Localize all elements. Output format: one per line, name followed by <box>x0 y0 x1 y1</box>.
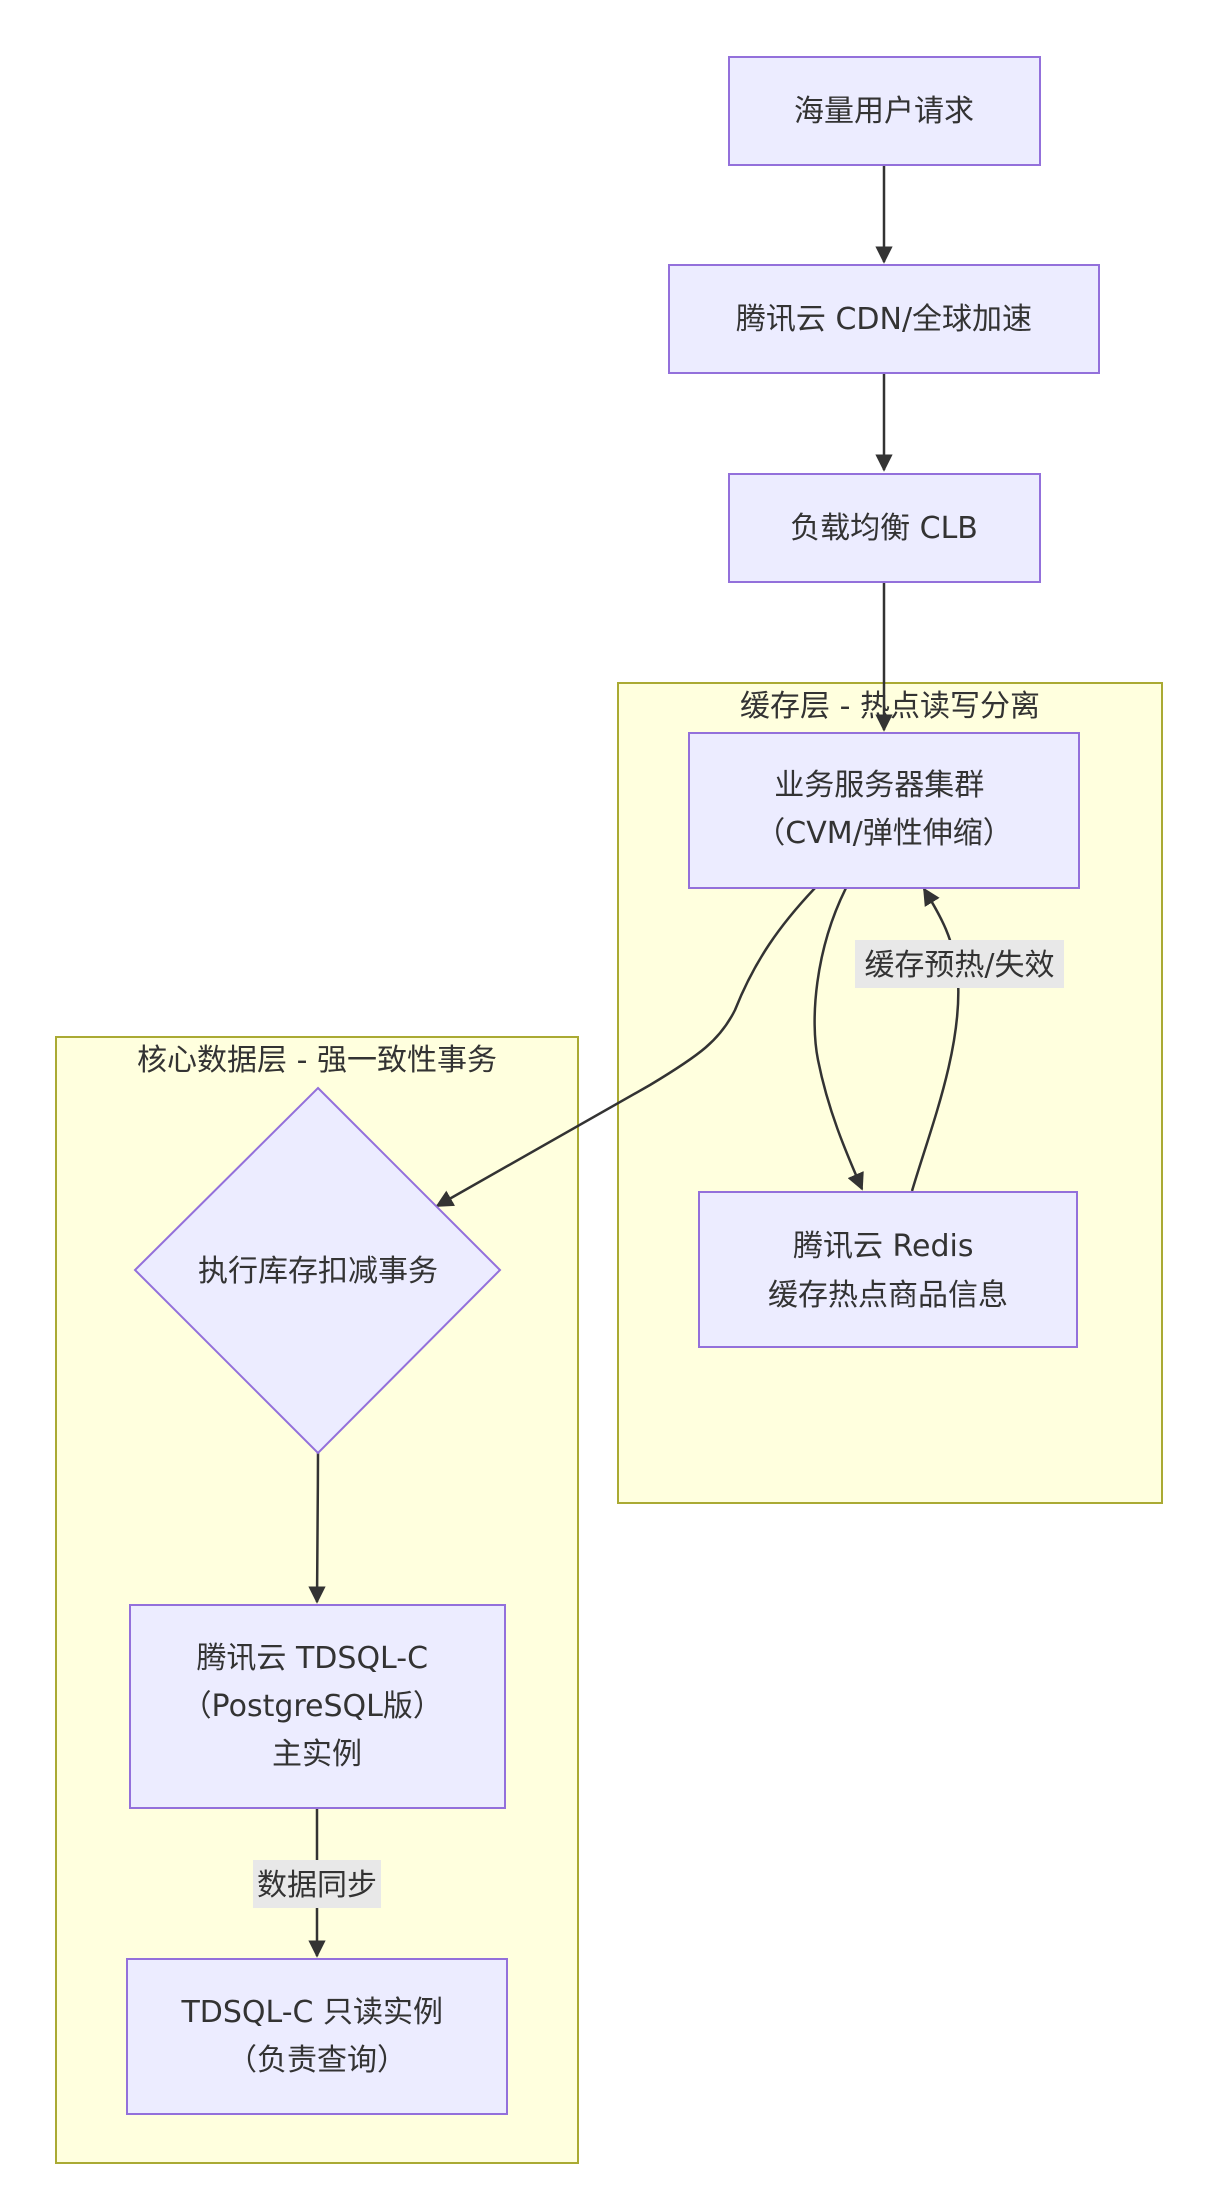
core-data-layer-title: 核心数据层 - 强一致性事务 <box>137 1043 497 1078</box>
node-txn-decision: 执行库存扣减事务 <box>133 1086 502 1455</box>
node-tdsql-ro: TDSQL-C 只读实例 （负责查询） <box>126 1958 508 2115</box>
node-redis-line-1: 腾讯云 Redis <box>793 1229 974 1264</box>
node-tdsql-main-line-3: 主实例 <box>272 1737 362 1772</box>
cache-layer-title: 缓存层 - 热点读写分离 <box>740 689 1040 724</box>
node-tdsql-main: 腾讯云 TDSQL-C （PostgreSQL版） 主实例 <box>129 1604 506 1809</box>
edge-txn-tdsql-main <box>308 1452 326 1604</box>
svg-text:业务服务器集群 （CVM/弹性伸缩）: 业务服务器集群 （CVM/弹性伸缩） <box>755 768 1012 851</box>
node-cdn: 腾讯云 CDN/全球加速 <box>668 264 1100 374</box>
edge-label-data-sync-text: 数据同步 <box>257 1868 377 1903</box>
node-redis: 腾讯云 Redis 缓存热点商品信息 <box>698 1191 1078 1348</box>
node-clb: 负载均衡 CLB <box>728 473 1041 583</box>
edges <box>308 165 960 1958</box>
svg-text:腾讯云 TDSQL-C （PostgreSQL版: 腾讯云 TDSQL-C （PostgreSQL版） 主实例 <box>182 1641 453 1772</box>
node-redis-line-2: 缓存热点商品信息 <box>768 1278 1008 1313</box>
edge-label-cache-warm: 缓存预热/失效 <box>855 940 1064 988</box>
node-tdsql-main-line-2: （PostgreSQL版） <box>182 1689 443 1724</box>
svg-text:腾讯云 CDN/全球加速: 腾讯云 CDN/全球加速 <box>736 302 1032 337</box>
svg-text:TDSQL-C 只读实例 （负责查询）: TDSQL-C 只读实例 （负责查询） <box>180 1995 452 2078</box>
edge-label-cache-warm-text: 缓存预热/失效 <box>864 948 1054 983</box>
svg-text:海量用户请求: 海量用户请求 <box>794 94 974 129</box>
node-clb-line-1: 负载均衡 CLB <box>790 511 978 546</box>
node-txn-line-1: 执行库存扣减事务 <box>198 1254 438 1289</box>
node-users: 海量用户请求 <box>728 56 1041 166</box>
edge-label-data-sync: 数据同步 <box>253 1860 381 1908</box>
svg-text:负载均衡 CLB: 负载均衡 CLB <box>790 511 978 546</box>
node-users-line-1: 海量用户请求 <box>794 94 974 129</box>
node-servers: 业务服务器集群 （CVM/弹性伸缩） <box>688 732 1080 889</box>
node-cdn-line-1: 腾讯云 CDN/全球加速 <box>736 302 1032 337</box>
node-servers-line-2: （CVM/弹性伸缩） <box>755 816 1012 851</box>
svg-text:腾讯云 Redis 缓存热点商品信息: 腾讯云 Redis 缓存热点商品信息 <box>768 1229 1008 1313</box>
edge-redis-servers <box>910 887 960 1192</box>
node-servers-line-1: 业务服务器集群 <box>774 768 984 803</box>
node-tdsql-ro-line-2: （负责查询） <box>227 2043 407 2078</box>
node-tdsql-ro-line-1: TDSQL-C 只读实例 <box>180 1995 443 2030</box>
node-tdsql-main-line-1: 腾讯云 TDSQL-C <box>196 1641 428 1676</box>
svg-text:执行库存扣减事务: 执行库存扣减事务 <box>198 1254 438 1289</box>
edge-servers-redis <box>813 887 864 1191</box>
edge-servers-txn <box>435 887 816 1208</box>
